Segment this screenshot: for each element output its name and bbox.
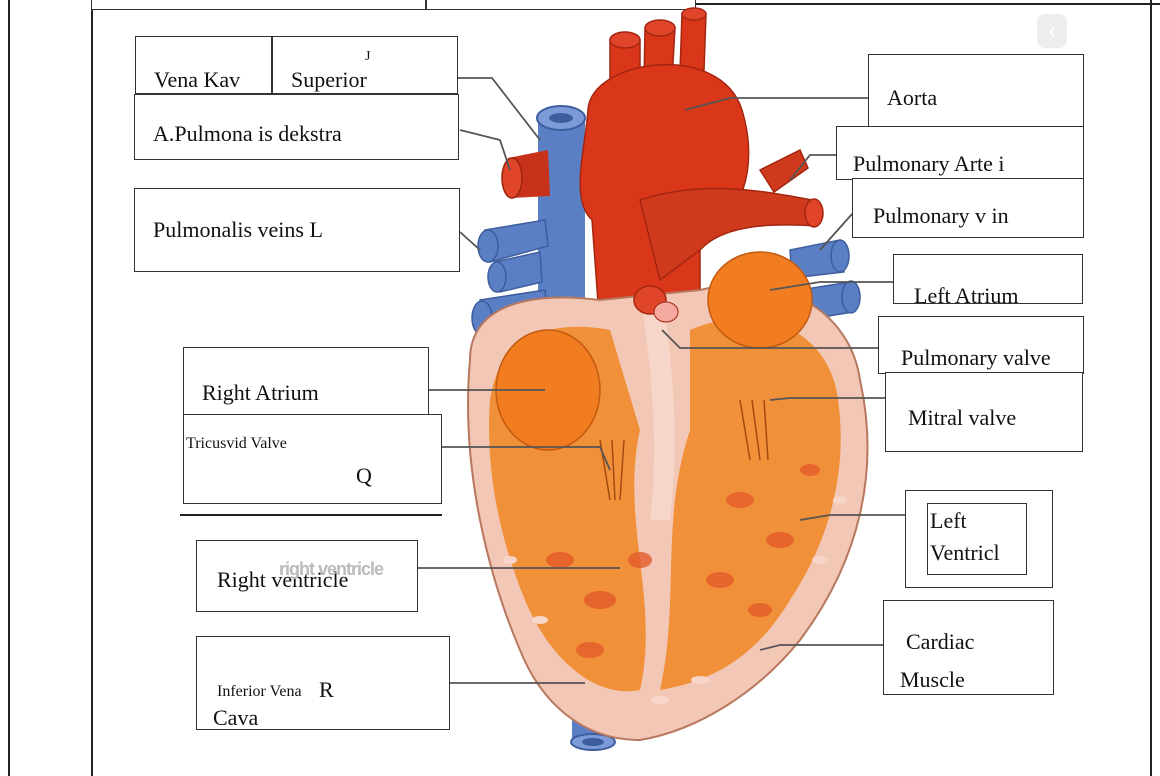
label-tricuspid-valve-text: Tricusvid Valve xyxy=(186,435,287,453)
label-right-ventricle: Right ventricle right ventricle xyxy=(196,540,418,612)
label-superior-mark: J xyxy=(365,49,370,65)
label-mitral-valve: Mitral valve xyxy=(885,372,1083,452)
label-pulmonalis-veins-text: Pulmonalis veins L xyxy=(153,217,323,243)
label-pulmonary-artery-text: Pulmonary Arte i xyxy=(853,151,1005,177)
label-tricuspid-valve: Tricusvid Valve Q xyxy=(183,414,442,504)
label-inferior-vena-cava: Inferior Vena R Cava xyxy=(196,636,450,730)
heart-body xyxy=(468,252,867,740)
underline-tricuspid xyxy=(180,514,442,516)
label-superior-text: Superior xyxy=(291,67,367,93)
label-left-ventricle-text-2: Ventricl xyxy=(930,540,1000,566)
label-superior: Superior J xyxy=(272,36,458,94)
label-pulmona-dekstra: A.Pulmona is dekstra xyxy=(134,94,459,160)
label-inferior-text-2: Cava xyxy=(213,705,258,731)
chevron-left-icon: ‹ xyxy=(1048,19,1056,43)
label-cardiac-muscle-text-1: Cardiac xyxy=(906,629,974,655)
label-inferior-mark: R xyxy=(319,677,334,703)
label-vena-kav-text: Vena Kav xyxy=(154,67,240,93)
label-pulmonary-vein: Pulmonary v in xyxy=(852,178,1084,238)
label-tricuspid-mark: Q xyxy=(356,463,372,489)
label-cardiac-muscle: Cardiac Muscle xyxy=(883,600,1054,695)
label-pulmonary-artery: Pulmonary Arte i xyxy=(836,126,1084,180)
label-pulmonary-valve-text: Pulmonary valve xyxy=(901,345,1051,371)
label-pulmonalis-veins: Pulmonalis veins L xyxy=(134,188,460,272)
label-left-atrium-text: Left Atrium xyxy=(914,283,1018,309)
label-right-atrium: Right Atrium xyxy=(183,347,429,419)
label-aorta: Aorta xyxy=(868,54,1084,128)
label-left-atrium: Left Atrium xyxy=(893,254,1083,304)
label-vena-kav: Vena Kav xyxy=(135,36,272,94)
label-inferior-text-1: Inferior Vena xyxy=(217,683,302,701)
label-aorta-text: Aorta xyxy=(887,85,937,111)
label-right-ventricle-ghost: right ventricle xyxy=(279,559,383,580)
label-mitral-valve-text: Mitral valve xyxy=(908,405,1016,431)
right-pulmonary-artery xyxy=(502,150,550,198)
label-left-ventricle: Left Ventricl xyxy=(927,503,1027,575)
label-cardiac-muscle-text-2: Muscle xyxy=(900,667,965,693)
label-right-atrium-text: Right Atrium xyxy=(202,380,319,406)
label-pulmonary-vein-text: Pulmonary v in xyxy=(873,203,1009,229)
label-pulmona-dekstra-text: A.Pulmona is dekstra xyxy=(153,121,342,147)
label-pulmonary-valve: Pulmonary valve xyxy=(878,316,1084,374)
label-left-ventricle-text-1: Left xyxy=(930,508,967,534)
back-button[interactable]: ‹ xyxy=(1037,14,1067,48)
